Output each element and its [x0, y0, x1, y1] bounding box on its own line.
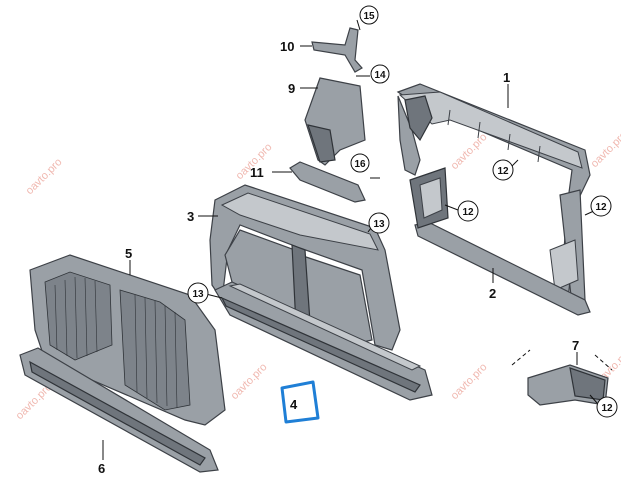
callout-2: 2	[489, 286, 496, 301]
watermark: oavto.pro	[449, 131, 490, 172]
callout-10: 10	[280, 39, 294, 54]
circled-callout-12: 12	[596, 396, 618, 418]
callout-7: 7	[572, 338, 579, 353]
callout-3: 3	[187, 209, 194, 224]
circled-callout-12: 12	[590, 195, 612, 217]
watermark: oavto.pro	[24, 156, 65, 197]
watermark: oavto.pro	[589, 129, 621, 170]
watermark: oavto.pro	[229, 361, 270, 402]
circled-callout-13: 13	[187, 282, 209, 304]
svg-text:12: 12	[497, 166, 509, 177]
svg-text:12: 12	[595, 202, 607, 213]
circled-callout-14: 14	[370, 64, 390, 84]
svg-text:13: 13	[192, 289, 204, 300]
svg-text:14: 14	[374, 70, 386, 81]
leader-lines	[102, 19, 598, 460]
circled-callout-13: 13	[368, 212, 390, 234]
callout-9: 9	[288, 81, 295, 96]
part-11-bracket	[289, 161, 366, 203]
callout-5: 5	[125, 246, 132, 261]
part-6-lower-trim	[19, 347, 219, 473]
callout-11: 11	[250, 165, 264, 180]
part-9-air-guide	[304, 77, 366, 166]
circled-callout-12: 12	[492, 159, 514, 181]
svg-text:12: 12	[601, 403, 613, 414]
callout-6: 6	[98, 461, 105, 476]
part-4-air-guide	[214, 281, 433, 401]
watermark: oavto.pro	[449, 361, 490, 402]
part-10-holder	[311, 27, 363, 73]
part-2-crossmember	[409, 167, 591, 316]
svg-text:12: 12	[462, 207, 474, 218]
circled-callouts: 15 14 16 12 12 12 12 13	[187, 5, 618, 418]
svg-text:15: 15	[363, 11, 375, 22]
part-7-duct	[511, 349, 613, 406]
highlight-box-4	[280, 380, 320, 424]
circled-callout-15: 15	[359, 5, 379, 25]
callout-1: 1	[503, 70, 510, 85]
svg-text:13: 13	[373, 219, 385, 230]
svg-text:16: 16	[354, 159, 366, 170]
circled-callout-12: 12	[457, 200, 479, 222]
callout-4: 4	[290, 397, 298, 412]
circled-callout-16: 16	[350, 153, 370, 173]
part-1-carrier	[396, 83, 591, 306]
part-5-grille	[29, 254, 226, 426]
callout-numbers: 1 2 3 4 5 6 7 9 10 11	[98, 39, 579, 476]
